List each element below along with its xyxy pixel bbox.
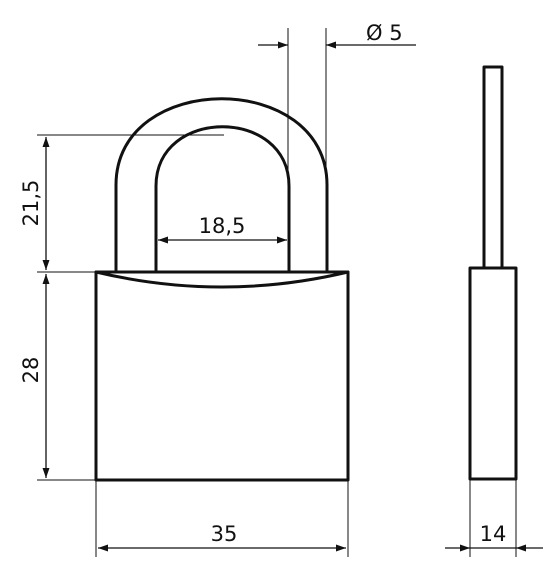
side-view-body bbox=[468, 266, 518, 481]
label-body-height: 28 bbox=[19, 357, 43, 384]
label-body-width: 35 bbox=[211, 522, 238, 546]
padlock-body bbox=[94, 270, 350, 482]
label-shackle-height: 21,5 bbox=[19, 180, 43, 227]
label-shackle-diameter: Ø 5 bbox=[366, 21, 403, 45]
label-shackle-inner-width: 18,5 bbox=[199, 214, 246, 238]
body-top-curve bbox=[94, 270, 350, 289]
shackle-outer bbox=[114, 97, 329, 272]
shackle-inner bbox=[154, 125, 291, 272]
side-view-shackle bbox=[482, 65, 504, 270]
label-body-thickness: 14 bbox=[480, 522, 507, 546]
